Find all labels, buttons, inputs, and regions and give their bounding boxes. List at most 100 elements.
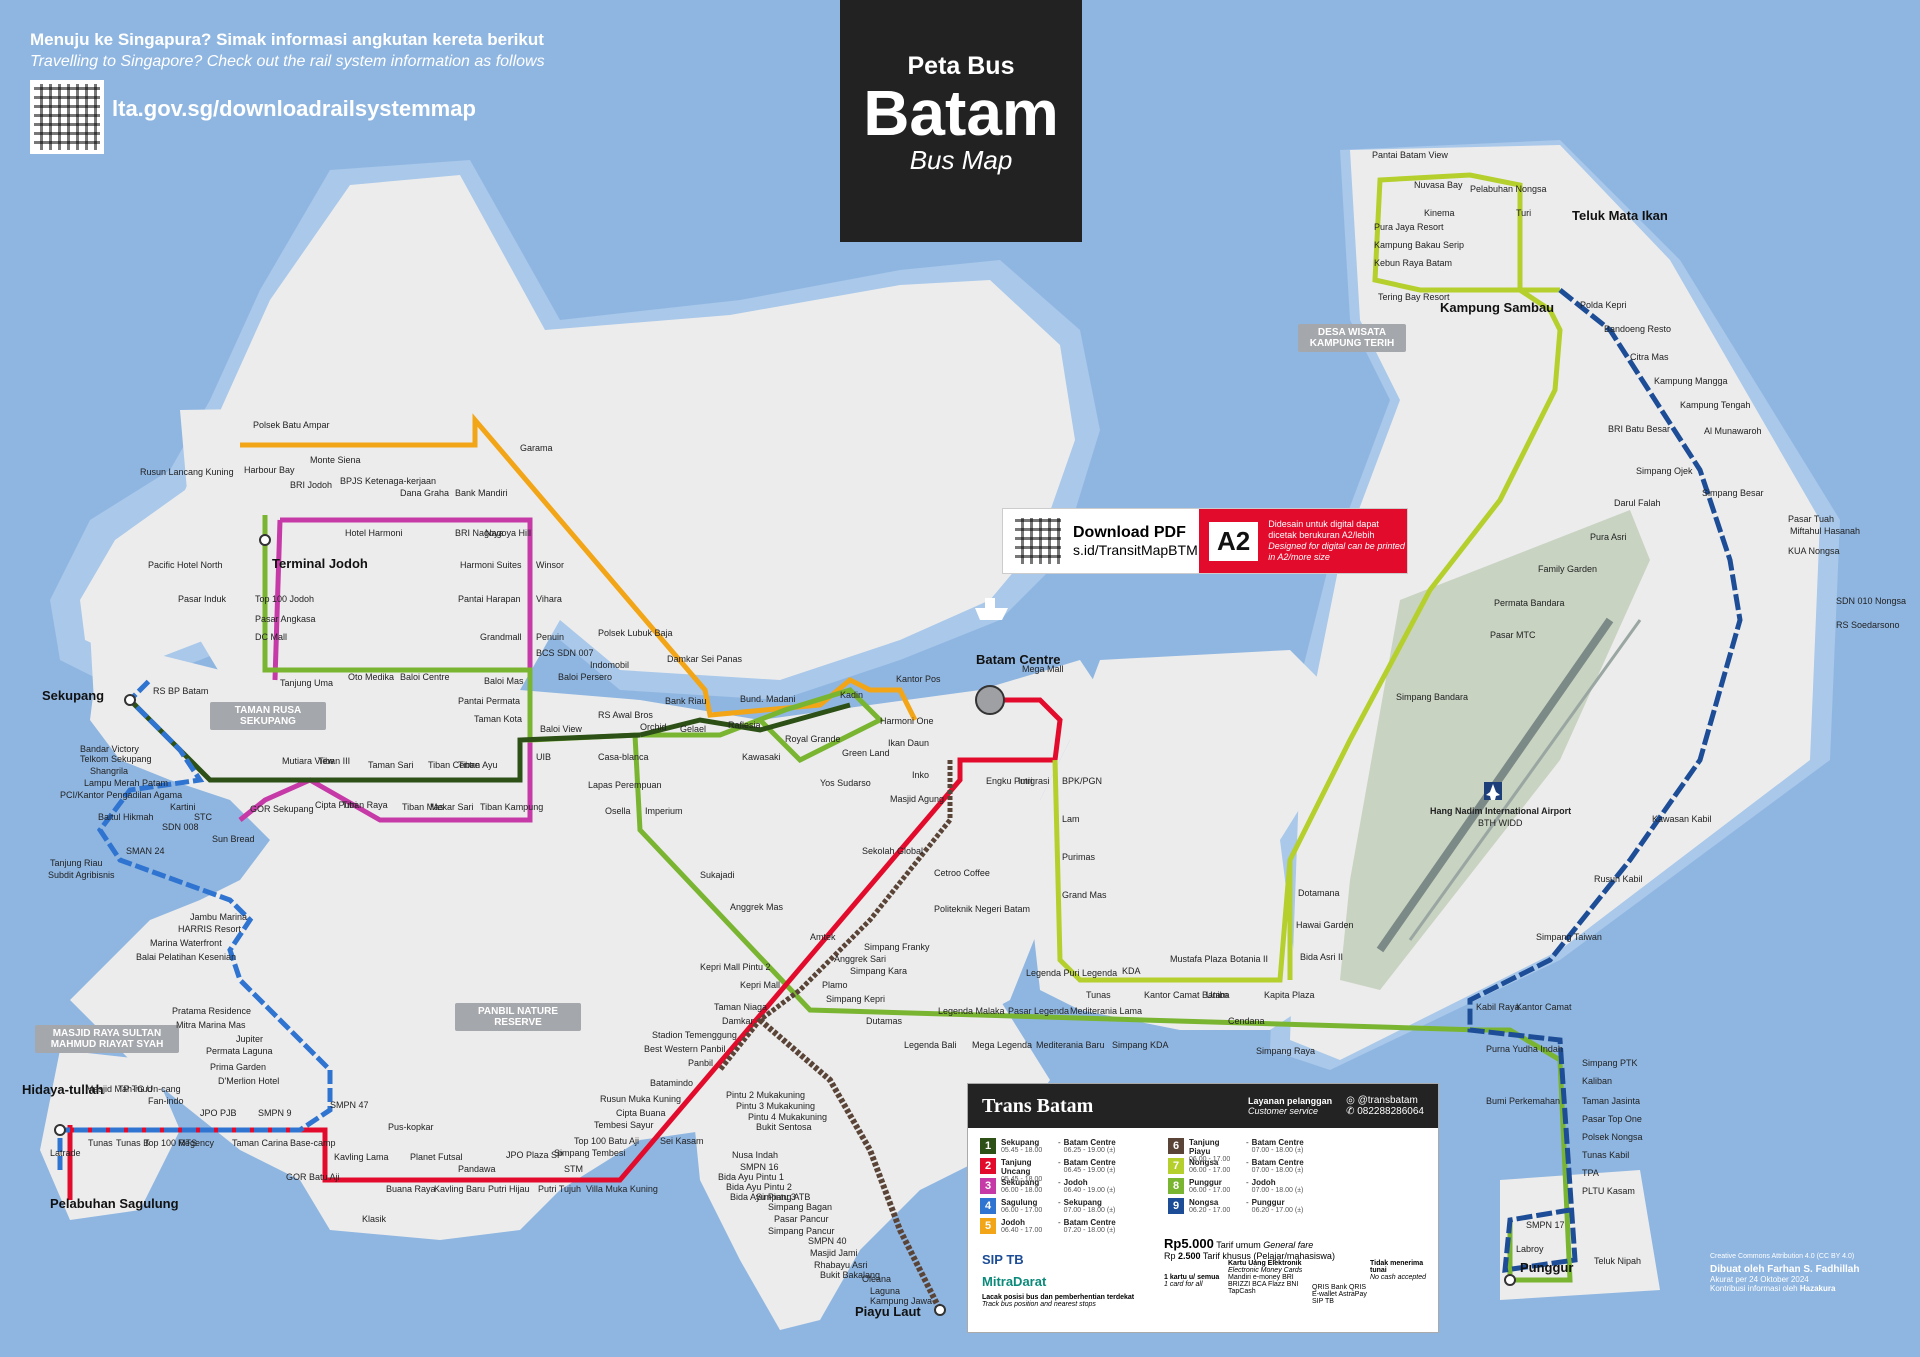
station-monte-siena[interactable]: Monte Siena (310, 455, 361, 465)
station-cetroo-coffee[interactable]: Cetroo Coffee (934, 868, 990, 878)
station-damkar-sei-panas[interactable]: Damkar Sei Panas (667, 654, 743, 664)
station-simpang-ojek[interactable]: Simpang Ojek (1636, 466, 1693, 476)
station-nusa-indah[interactable]: Nusa Indah (732, 1150, 779, 1160)
station-kadin[interactable]: Kadin (840, 690, 864, 700)
station-bpk-pgn[interactable]: BPK/PGN (1062, 776, 1103, 786)
station-citra-mas[interactable]: Citra Mas (1630, 352, 1669, 362)
station-taman-niaga[interactable]: Taman Niaga (714, 1002, 768, 1012)
station-best-western[interactable]: Best Western Panbil (644, 1044, 726, 1054)
station-puskopkar[interactable]: Pus-kopkar (388, 1122, 434, 1132)
station-kantor-camat[interactable]: Kantor Camat (1516, 1002, 1572, 1012)
station-tunas[interactable]: Tunas (88, 1138, 113, 1148)
station-bri-batu-besar[interactable]: BRI Batu Besar (1608, 424, 1671, 434)
station-ikan-daun[interactable]: Ikan Daun (888, 738, 930, 748)
station-stc[interactable]: STC (194, 812, 212, 822)
station-smpn-47[interactable]: SMPN 47 (330, 1100, 369, 1110)
station-kapita-plaza[interactable]: Kapita Plaza (1264, 990, 1315, 1000)
station-grand-mas[interactable]: Grand Mas (1062, 890, 1107, 900)
station-kawasan-kabil[interactable]: Kawasan Kabil (1652, 814, 1712, 824)
station-permata-bandara[interactable]: Permata Bandara (1494, 598, 1565, 608)
station-botania-ii[interactable]: Botania II (1230, 954, 1269, 964)
station-tiban-ayu[interactable]: Tiban Ayu (458, 760, 498, 770)
hub-piayu-laut[interactable]: Piayu Laut (855, 1304, 921, 1319)
station-turi[interactable]: Turi (1516, 208, 1532, 218)
station-pantai-harapan[interactable]: Pantai Harapan (458, 594, 521, 604)
station-top100-regency[interactable]: Top 100 Regency (144, 1138, 215, 1148)
station-tembesi-sayur[interactable]: Tembesi Sayur (594, 1120, 654, 1130)
pdf-qr-code[interactable] (1013, 516, 1063, 566)
station-telkom-sekupang[interactable]: Telkom Sekupang (80, 754, 152, 764)
station-kda[interactable]: KDA (1122, 966, 1141, 976)
station-oto-medika[interactable]: Oto Medika (348, 672, 395, 682)
station-legenda-bali[interactable]: Legenda Bali (904, 1040, 957, 1050)
station-bcs[interactable]: BCS SDN 007 (536, 648, 594, 658)
station-anggrek-sari[interactable]: Anggrek Sari (834, 954, 887, 964)
station-jpo-plaza-sp[interactable]: JPO Plaza SP (506, 1150, 564, 1160)
station-sekolah-global[interactable]: Sekolah Global (862, 846, 924, 856)
station-fanindo[interactable]: Fan-indo (148, 1096, 184, 1106)
station-darul-falah[interactable]: Darul Falah (1614, 498, 1661, 508)
station-winsor[interactable]: Winsor (536, 560, 565, 570)
station-simpang-besar[interactable]: Simpang Besar (1702, 488, 1764, 498)
station-mega-legenda[interactable]: Mega Legenda (972, 1040, 1033, 1050)
station-simpang-tembesi[interactable]: Simpang Tembesi (554, 1148, 626, 1158)
station-sdn-010-nongsa[interactable]: SDN 010 Nongsa (1836, 596, 1907, 606)
station-permata-laguna[interactable]: Permata Laguna (206, 1046, 273, 1056)
station-bukit-sentosa[interactable]: Bukit Sentosa (756, 1122, 812, 1132)
station-smpn-40[interactable]: SMPN 40 (808, 1236, 847, 1246)
station-al-munawaroh[interactable]: Al Munawaroh (1704, 426, 1762, 436)
station-tanjung-uma[interactable]: Tanjung Uma (280, 678, 334, 688)
station-mega-mall[interactable]: Mega Mall (1022, 664, 1064, 674)
station-grandmall[interactable]: Grandmall (480, 632, 522, 642)
station-tunas-b[interactable]: Tunas B (116, 1138, 150, 1148)
station-kavling-baru[interactable]: Kavling Baru (434, 1184, 486, 1194)
station-bukit-bakalang[interactable]: Bukit Bakalang (820, 1270, 881, 1280)
station-purimas[interactable]: Purimas (1062, 852, 1096, 862)
station-miftahul-hasanah[interactable]: Miftahul Hasanah (1790, 526, 1861, 536)
station-damkar[interactable]: Damkar (722, 1016, 754, 1026)
station-simpang-raya[interactable]: Simpang Raya (1256, 1046, 1316, 1056)
station-cipta-putri[interactable]: Cipta Putri (315, 800, 358, 810)
station-cendana[interactable]: Cendana (1228, 1016, 1265, 1026)
station-labroy[interactable]: Labroy (1516, 1244, 1544, 1254)
station-polsek-lubuk-baja[interactable]: Polsek Lubuk Baja (598, 628, 673, 638)
station-imperium[interactable]: Imperium (645, 806, 683, 816)
station-simpang-ptk[interactable]: Simpang PTK (1582, 1058, 1638, 1068)
station-stm[interactable]: STM (564, 1164, 583, 1174)
station-kantor-pos[interactable]: Kantor Pos (896, 674, 941, 684)
station-pandawa[interactable]: Pandawa (458, 1164, 496, 1174)
station-smpn-9[interactable]: SMPN 9 (258, 1108, 292, 1118)
station-harmoni-suites[interactable]: Harmoni Suites (460, 560, 522, 570)
station-pelabuhan-nongsa[interactable]: Pelabuhan Nongsa (1470, 184, 1547, 194)
station-kampung-jawa[interactable]: Kampung Jawa (870, 1296, 933, 1306)
download-pdf-url[interactable]: s.id/TransitMapBTM (1073, 542, 1198, 558)
station-shangrila[interactable]: Shangrila (90, 766, 129, 776)
station-kampung-mangga[interactable]: Kampung Mangga (1654, 376, 1728, 386)
station-pasar-mtc[interactable]: Pasar MTC (1490, 630, 1536, 640)
station-batamindo[interactable]: Batamindo (650, 1078, 694, 1088)
station-kinema[interactable]: Kinema (1424, 208, 1455, 218)
station-bandar-victory[interactable]: Bandar Victory (80, 744, 139, 754)
station-kawasaki[interactable]: Kawasaki (742, 752, 781, 762)
station-gelael[interactable]: Gelael (680, 724, 707, 734)
station-cipta-buana[interactable]: Cipta Buana (616, 1108, 666, 1118)
station-bri-nagoya[interactable]: BRI Nagoya (455, 528, 504, 538)
station-royal-grande[interactable]: Royal Grande (785, 734, 841, 744)
station-marina-waterfront[interactable]: Marina Waterfront (150, 938, 222, 948)
station-kampung-bakau-serip[interactable]: Kampung Bakau Serip (1374, 240, 1465, 250)
station-basecamp[interactable]: Base-camp (290, 1138, 336, 1148)
hub-terminal-jodoh[interactable]: Terminal Jodoh (272, 556, 368, 571)
sip-tb-logo[interactable]: SIP TB (982, 1252, 1024, 1267)
station-kebun-raya-batam[interactable]: Kebun Raya Batam (1374, 258, 1453, 268)
station-simpang-kda[interactable]: Simpang KDA (1112, 1040, 1169, 1050)
station-sman-24[interactable]: SMAN 24 (126, 846, 165, 856)
station-bri-jodoh[interactable]: BRI Jodoh (290, 480, 333, 490)
station-taman-carina[interactable]: Taman Carina (232, 1138, 289, 1148)
station-mediterania-baru[interactable]: Mediterania Baru (1036, 1040, 1105, 1050)
station-kepri-mall-pintu2[interactable]: Kepri Mall Pintu 2 (700, 962, 771, 972)
station-klasik[interactable]: Klasik (362, 1214, 387, 1224)
station-kampung-tengah[interactable]: Kampung Tengah (1680, 400, 1751, 410)
station-dutamas[interactable]: Dutamas (866, 1016, 903, 1026)
station-casablanca[interactable]: Casa-blanca (598, 752, 649, 762)
station-tiban-kampung[interactable]: Tiban Kampung (480, 802, 544, 812)
